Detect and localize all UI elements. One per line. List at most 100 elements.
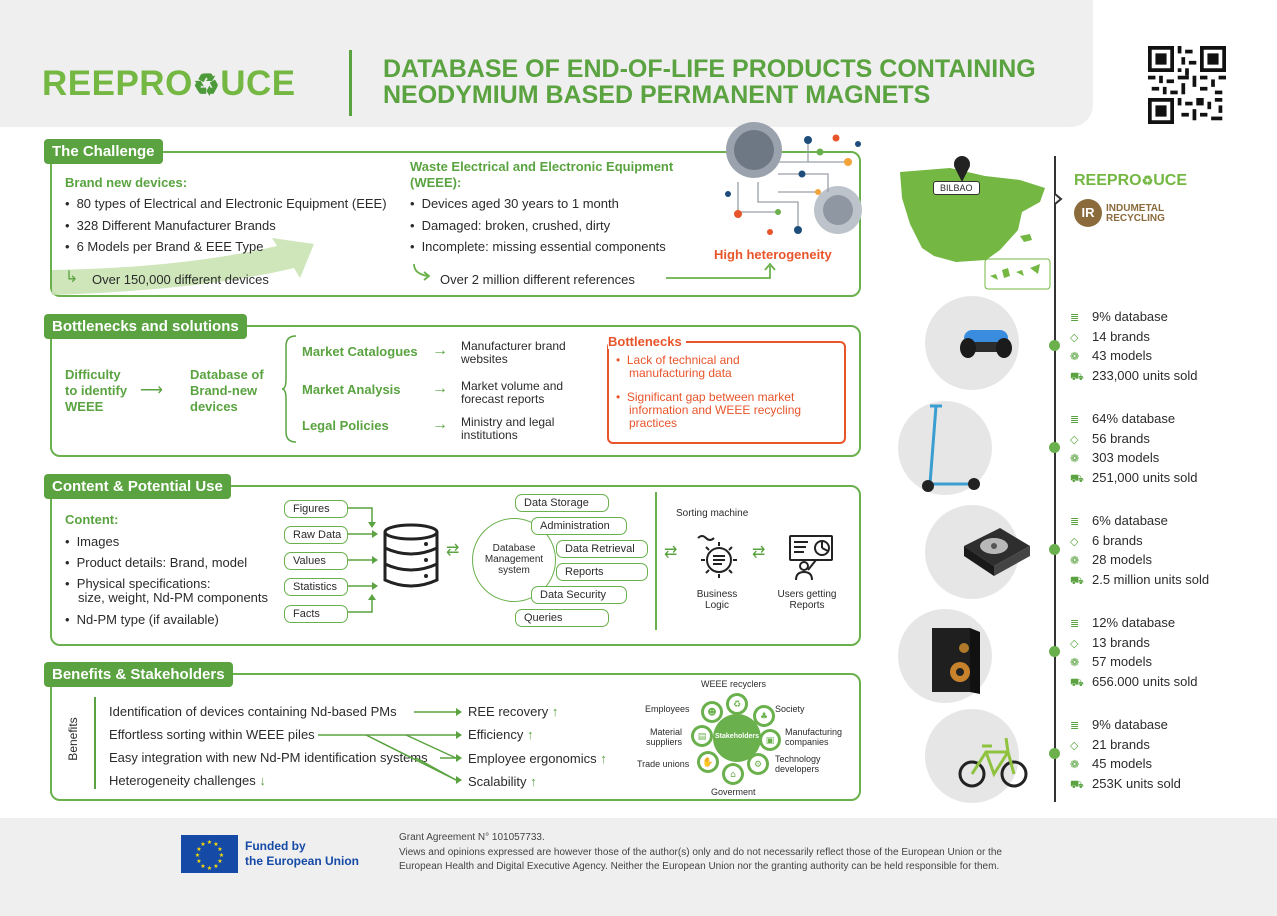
tag-icon: ◇ bbox=[1070, 331, 1079, 344]
input-pill: Facts bbox=[284, 605, 348, 623]
bottlenecks-box bbox=[607, 341, 846, 444]
weee-item: Damaged: broken, crushed, dirty bbox=[410, 218, 611, 233]
function-pill: Data Security bbox=[531, 586, 627, 604]
svg-text:▤: ▤ bbox=[698, 732, 707, 742]
page-title-line1: DATABASE OF END-OF-LIFE PRODUCTS CONTAIN… bbox=[383, 55, 1036, 83]
svg-text:★: ★ bbox=[200, 863, 205, 870]
stakeholder-label: Technology developers bbox=[775, 754, 821, 774]
stakeholder-label: WEEE recyclers bbox=[701, 679, 767, 689]
benefit-result: Efficiency ↑ bbox=[468, 727, 534, 742]
timeline-dot bbox=[1049, 442, 1060, 453]
svg-text:★: ★ bbox=[217, 846, 222, 853]
cart-icon: ⛟ bbox=[1070, 472, 1084, 485]
arrow-icon: → bbox=[432, 342, 448, 359]
svg-text:★: ★ bbox=[200, 841, 205, 848]
ebike-icon bbox=[958, 737, 1028, 788]
svg-text:★: ★ bbox=[207, 839, 212, 846]
tag-icon: ◇ bbox=[1070, 433, 1079, 446]
cart-icon: ⛟ bbox=[1070, 676, 1084, 689]
content-label: Content & Potential Use bbox=[44, 474, 231, 499]
database-icon: ≣ bbox=[1070, 618, 1080, 630]
content-item: • Physical specifications:size, weight, … bbox=[65, 576, 269, 605]
content-item: Images bbox=[65, 534, 120, 549]
svg-text:⚙: ⚙ bbox=[754, 760, 762, 770]
function-pill: Data Retrieval bbox=[556, 540, 648, 558]
svg-text:★: ★ bbox=[195, 852, 200, 859]
weee-result: Over 2 million different references bbox=[440, 272, 635, 287]
weee-item: Incomplete: missing essential components bbox=[410, 239, 666, 254]
brand-new-item: 6 Models per Brand & EEE Type bbox=[65, 239, 264, 254]
svg-text:⌂: ⌂ bbox=[730, 770, 736, 780]
input-pill: Statistics bbox=[284, 578, 348, 596]
hard-drive-icon bbox=[964, 528, 1030, 576]
stakeholders-center: Stakeholders bbox=[715, 733, 759, 740]
models-icon: ❁ bbox=[1070, 453, 1080, 466]
models-icon: ❁ bbox=[1070, 555, 1080, 568]
benefit-result: Employee ergonomics ↑ bbox=[468, 751, 607, 766]
svg-text:♻: ♻ bbox=[733, 700, 741, 710]
models-icon: ❁ bbox=[1070, 759, 1080, 772]
qr-code-icon[interactable] bbox=[1148, 46, 1226, 124]
timeline-dot bbox=[1049, 646, 1060, 657]
function-pill: Data Storage bbox=[515, 494, 609, 512]
input-pill: Raw Data bbox=[284, 526, 348, 544]
product-stats: ≣9% database ◇14 brands ❁43 models ⛟233,… bbox=[1070, 308, 1198, 386]
business-logic-icon bbox=[697, 535, 737, 578]
hoverboard-icon bbox=[960, 330, 1012, 358]
source-market-catalogues: Market Catalogues bbox=[302, 344, 418, 359]
svg-text:☻: ☻ bbox=[707, 707, 716, 718]
content-item: Product details: Brand, model bbox=[65, 555, 248, 570]
tag-icon: ◇ bbox=[1070, 535, 1079, 548]
function-pill: Reports bbox=[556, 563, 648, 581]
database-icon: ≣ bbox=[1070, 720, 1080, 732]
page-title-line2: NEODYMIUM BASED PERMANENT MAGNETS bbox=[383, 81, 931, 109]
timeline-notch bbox=[1054, 184, 1063, 214]
disclaimer-line1: Views and opinions expressed are however… bbox=[399, 847, 1002, 858]
benefit-item: Identification of devices containing Nd-… bbox=[109, 704, 397, 719]
eu-flag-icon: ★★★★ ★★★★ ★★★★ bbox=[181, 835, 238, 873]
bottlenecks-box-title: Bottlenecks bbox=[608, 334, 686, 349]
stakeholder-label: Goverment bbox=[711, 787, 756, 797]
stakeholder-label: Trade unions bbox=[637, 759, 690, 769]
source-legal-policies: Legal Policies bbox=[302, 418, 389, 433]
arrow-icon: ↳ bbox=[65, 269, 79, 286]
grant-agreement: Grant Agreement N° 101057733. bbox=[399, 832, 545, 843]
brand-new-item: 80 types of Electrical and Electronic Eq… bbox=[65, 196, 387, 211]
svg-text:♣: ♣ bbox=[760, 712, 768, 722]
timeline-dot bbox=[1049, 340, 1060, 351]
svg-text:★: ★ bbox=[196, 858, 201, 865]
brand-new-item: 328 Different Manufacturer Brands bbox=[65, 218, 276, 233]
models-icon: ❁ bbox=[1070, 351, 1080, 364]
product-stats: ≣64% database ◇56 brands ❁303 models ⛟25… bbox=[1070, 410, 1198, 488]
content-item: Nd-PM type (if available) bbox=[65, 612, 219, 627]
weee-heading: Waste Electrical and Electronic Equipmen… bbox=[410, 159, 674, 174]
weee-result-arrow bbox=[413, 262, 776, 281]
svg-text:▣: ▣ bbox=[766, 736, 775, 746]
brand-new-heading: Brand new devices: bbox=[65, 175, 188, 190]
svg-text:★: ★ bbox=[219, 852, 224, 859]
source-market-analysis: Market Analysis bbox=[302, 382, 401, 397]
product-stats: ≣12% database ◇13 brands ❁57 models ⛟656… bbox=[1070, 614, 1198, 692]
spain-map bbox=[900, 156, 1051, 290]
benefit-result: REE recovery ↑ bbox=[468, 704, 559, 719]
arrow-icon: → bbox=[432, 416, 448, 433]
indumetal-logo-icon: IR bbox=[1074, 199, 1102, 227]
arrow-icon: ⇄ bbox=[752, 544, 766, 561]
arrow-icon: → bbox=[432, 380, 448, 397]
svg-text:★: ★ bbox=[213, 841, 218, 848]
benefit-connectors bbox=[318, 708, 462, 784]
partner-logo-reeproduce: REEPRO♻UCE bbox=[1074, 172, 1188, 189]
weee-heading-2: (WEEE): bbox=[410, 175, 462, 190]
arrow-icon: ⟶ bbox=[140, 382, 163, 399]
benefit-item: Heterogeneity challenges ↓ bbox=[109, 773, 266, 788]
brand-new-result: Over 150,000 different devices bbox=[92, 272, 269, 287]
high-heterogeneity: High heterogeneity bbox=[714, 247, 832, 262]
database-icon: ≣ bbox=[1070, 312, 1080, 324]
weee-item: Devices aged 30 years to 1 month bbox=[410, 196, 619, 211]
input-pill: Figures bbox=[284, 500, 348, 518]
